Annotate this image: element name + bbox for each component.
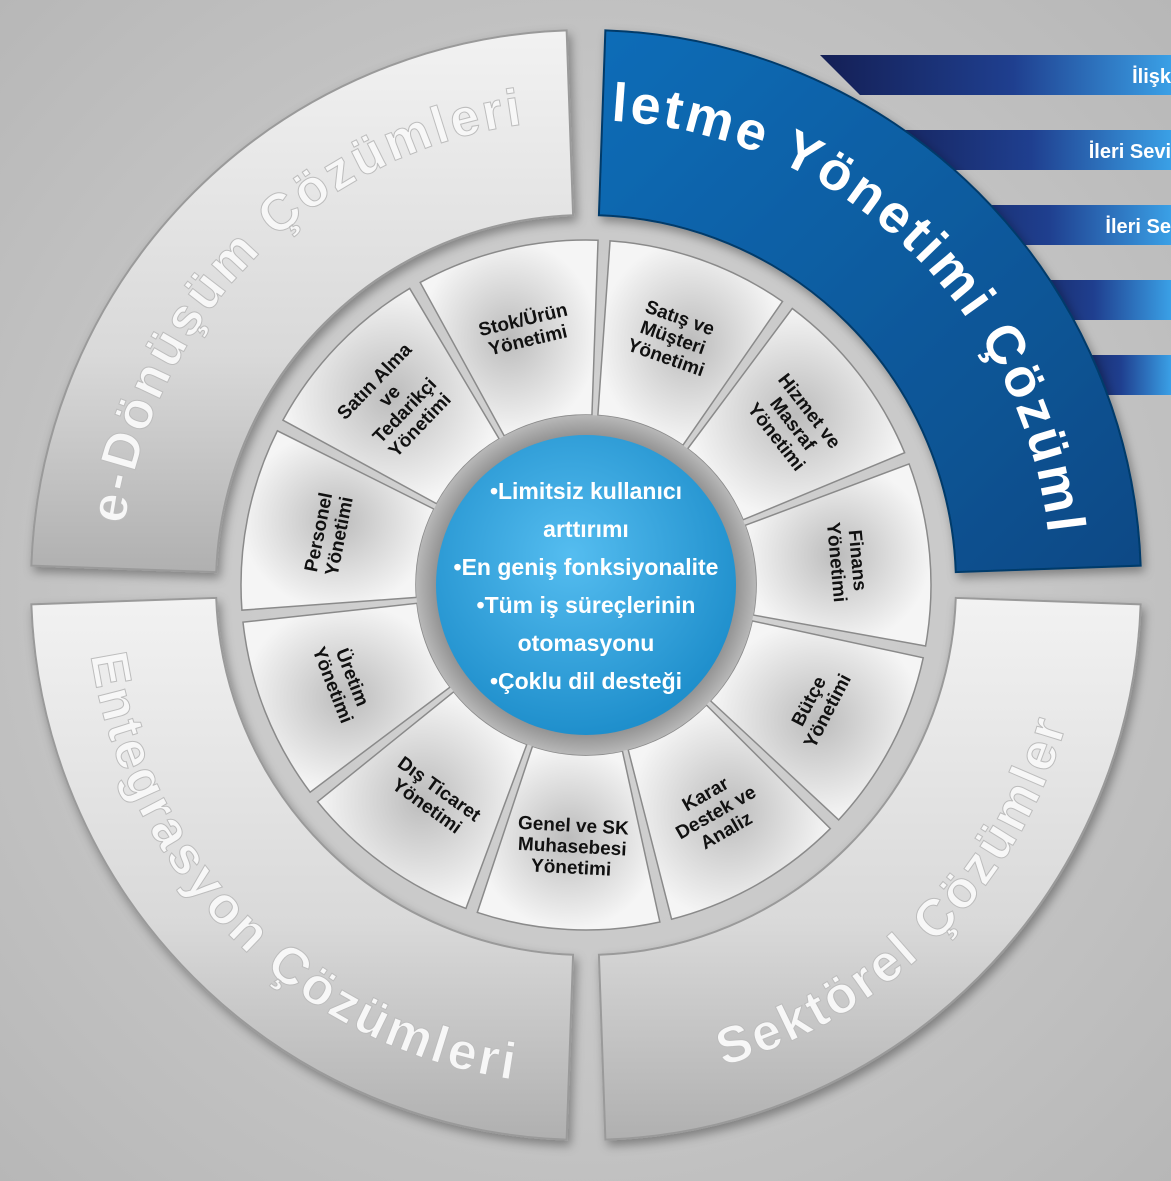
module-dis-ticaret: Dış TicaretYönetimi [316,690,528,910]
side-bar-label: İleri Sevi [1089,140,1171,163]
module-finans: FinansYönetimi [744,462,932,647]
side-bar-label: İlişk [1132,65,1171,88]
module-personel: PersonelYönetimi [240,429,435,611]
quadrant-sektorel [597,596,1142,1141]
quadrant-entegrasyon [30,596,575,1141]
module-karar: KararDestek veAnaliz [627,703,832,921]
center-line: •Tüm iş süreçlerinin [477,592,696,618]
center-line: otomasyonu [518,630,655,656]
module-satis: Satış veMüşteriYönetimi [597,240,784,447]
center-line: arttırımı [543,516,629,542]
side-bar-label: İleri Se [1105,215,1171,238]
center-line: •En geniş fonksiyonalite [454,554,719,580]
quadrant-isletme [597,29,1142,574]
module-hizmet: Hizmet veMasrafYönetimi [686,307,906,521]
center-line: •Çoklu dil desteği [490,668,682,694]
center-circle [436,435,736,735]
module-label: Genel ve SKMuhasebesiYönetimi [515,813,629,882]
module-satin-alma: Satın AlmaveTedarikçiYönetimi [281,287,501,505]
center-line: •Limitsiz kullanıcı [490,478,682,504]
module-uretim: ÜretimYönetimi [242,602,452,794]
quadrant-edonusum [30,29,575,574]
module-butce: BütçeYönetimi [709,619,925,821]
module-muhasebe: Genel ve SKMuhasebesiYönetimi [476,745,661,931]
center-text: •Limitsiz kullanıcı arttırımı •En geniş fo… [454,478,719,694]
side-bar [820,55,1171,95]
